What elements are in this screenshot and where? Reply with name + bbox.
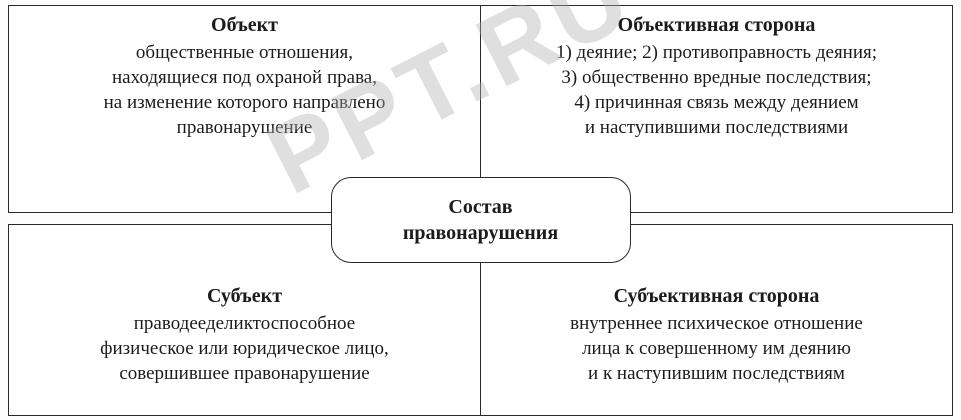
- center-node-offense-composition: Состав правонарушения: [330, 177, 631, 263]
- quadrant-subjective-side-body: внутреннее психическое отношение лица к …: [570, 313, 863, 385]
- quadrant-object: Объект общественные отношения, находящие…: [8, 5, 481, 213]
- quadrant-subject-title: Субъект: [206, 285, 283, 307]
- quadrant-object-body: общественные отношения, находящиеся под …: [103, 42, 386, 139]
- quadrant-subjective-side-title: Субъективная сторона: [613, 285, 820, 307]
- quadrant-objective-side-body: 1) деяние; 2) противоправность деяния; 3…: [555, 42, 878, 139]
- quadrant-subject-body: праводееделиктоспособное физическое или …: [100, 313, 389, 385]
- quadrant-objective-side-title: Объективная сторона: [617, 14, 816, 36]
- quadrant-object-title: Объект: [211, 14, 278, 36]
